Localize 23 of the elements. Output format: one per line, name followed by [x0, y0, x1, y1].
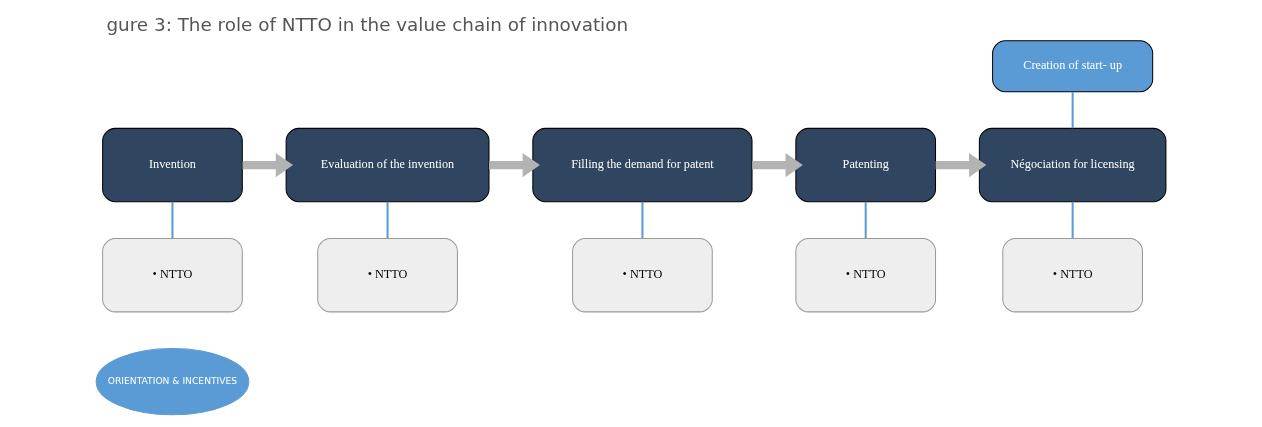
node-ellipse: ORIENTATION & INCENTIVES — [95, 348, 250, 416]
node-box: Filling the demand for patent — [532, 127, 753, 203]
node-box: Patenting — [795, 127, 937, 203]
node-box: • NTTO — [795, 237, 937, 313]
connector — [386, 201, 389, 239]
connector — [1071, 201, 1074, 239]
node-box: • NTTO — [1002, 237, 1143, 313]
arrow — [752, 152, 803, 178]
node-box: Evaluation of the invention — [285, 127, 490, 203]
node-box: Négociation for licensing — [978, 127, 1167, 203]
node-box: • NTTO — [572, 237, 713, 313]
arrow — [489, 152, 540, 178]
node-box: Invention — [102, 127, 243, 203]
connector — [641, 201, 644, 239]
node-box: • NTTO — [317, 237, 458, 313]
connector — [864, 201, 867, 239]
arrow — [242, 152, 294, 178]
node-box: • NTTO — [102, 237, 243, 313]
diagram-title: gure 3: The role of NTTO in the value chain of innovation — [106, 13, 629, 35]
node-box: Creation of start- up — [992, 40, 1154, 93]
arrow — [935, 152, 987, 178]
connector — [1071, 92, 1074, 129]
connector — [171, 201, 174, 239]
